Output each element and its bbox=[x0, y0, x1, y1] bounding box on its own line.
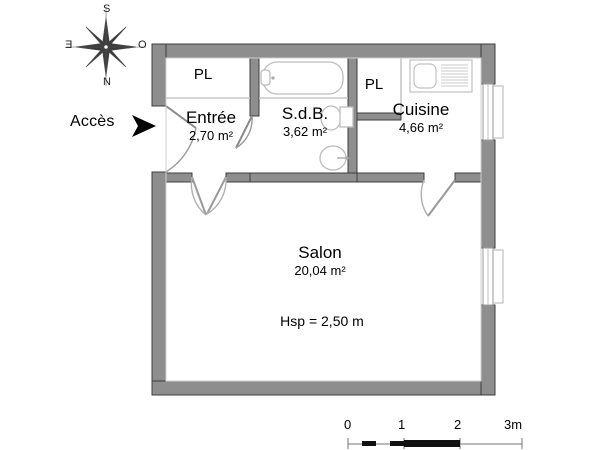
room-name: Salon bbox=[298, 243, 342, 262]
scale-tick-2: 2 bbox=[454, 417, 462, 432]
door-entree-salon-left bbox=[190, 176, 207, 216]
access-arrow-icon bbox=[132, 115, 156, 137]
compass-rose: S N O E bbox=[60, 2, 152, 90]
room-label-closet-entry: PL bbox=[178, 66, 228, 83]
room-name: PL bbox=[364, 76, 384, 93]
partition-lines bbox=[166, 58, 402, 113]
window-right-middle bbox=[482, 247, 504, 306]
scale-tick-3: 3m bbox=[504, 417, 523, 432]
window-right-top bbox=[482, 83, 504, 141]
room-area: 4,66 m² bbox=[398, 120, 444, 135]
door-entry bbox=[165, 105, 197, 173]
access-label: Accès bbox=[70, 113, 115, 130]
room-area: 20,04 m² bbox=[294, 263, 346, 278]
room-area: 2,70 m² bbox=[188, 128, 234, 143]
compass-label-west: O bbox=[138, 39, 147, 51]
washbasin-fixture bbox=[319, 145, 349, 171]
scale-tick-0: 0 bbox=[344, 417, 352, 432]
room-name: PL bbox=[193, 66, 213, 83]
room-area: 3,62 m² bbox=[282, 124, 328, 139]
compass-label-north: N bbox=[103, 76, 111, 88]
room-label-salon: Salon 20,04 m² bbox=[272, 243, 368, 279]
room-label-closet-kitchen: PL bbox=[356, 76, 392, 93]
compass-star-icon bbox=[66, 8, 146, 86]
room-label-entree: Entrée 2,70 m² bbox=[168, 108, 254, 144]
door-cuisine bbox=[420, 179, 456, 217]
compass-label-south: S bbox=[103, 3, 111, 15]
room-inner-outline bbox=[165, 57, 482, 382]
scale-bar-graphic bbox=[347, 438, 523, 449]
room-label-sdb: S.d.B. 3,62 m² bbox=[262, 104, 348, 140]
toilet-fixture bbox=[320, 105, 354, 131]
room-name: Cuisine bbox=[392, 100, 450, 119]
exterior-walls bbox=[151, 43, 496, 396]
scale-tick-1: 1 bbox=[398, 417, 406, 432]
room-name: Entrée bbox=[185, 108, 237, 127]
ceiling-height-note: Hsp = 2,50 m bbox=[280, 313, 364, 329]
room-name: S.d.B. bbox=[281, 104, 329, 123]
kitchen-sink-fixture bbox=[409, 59, 473, 93]
door-entree-salon-right bbox=[206, 176, 227, 215]
bathtub-fixture bbox=[260, 61, 344, 95]
scale-bar: 0 1 2 3m bbox=[336, 417, 536, 449]
door-sdb bbox=[235, 115, 253, 149]
room-label-cuisine: Cuisine 4,66 m² bbox=[372, 100, 470, 136]
